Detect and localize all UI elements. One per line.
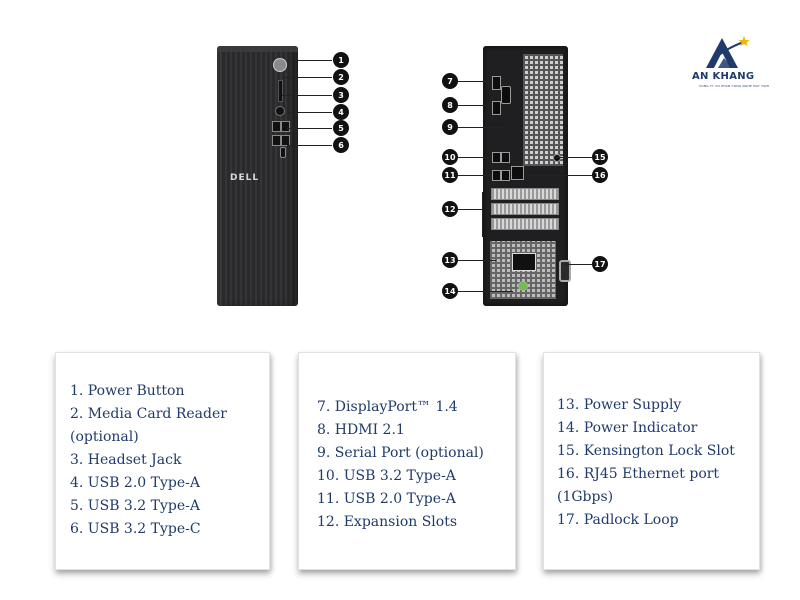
legend-item: 13. Power Supply — [557, 397, 682, 413]
dell-logo: DELL — [230, 173, 260, 183]
usb-3-port — [281, 135, 290, 146]
legend-item: (optional) — [70, 429, 139, 445]
an-khang-logo-mark — [706, 36, 750, 68]
leader-line — [525, 175, 592, 176]
legend-box-rear-other: 13. Power Supply 14. Power Indicator 15.… — [543, 352, 760, 570]
usb-3-port — [272, 135, 281, 146]
power-socket — [512, 253, 536, 271]
legend-item: 12. Expansion Slots — [317, 514, 458, 530]
callout-16: 16 — [592, 167, 608, 183]
callout-14: 14 — [442, 283, 458, 299]
legend-list: 13. Power Supply 14. Power Indicator 15.… — [544, 353, 759, 532]
usb-2-rear-port — [492, 170, 501, 181]
legend-item: 15. Kensington Lock Slot — [557, 443, 735, 459]
leader-line — [458, 81, 492, 82]
callout-3: 3 — [333, 87, 349, 103]
hdmi-port — [492, 101, 501, 115]
rj45-port — [511, 166, 524, 180]
legend-item: 7. DisplayPort™ 1.4 — [317, 399, 458, 415]
leader-line — [458, 291, 513, 292]
power-supply — [490, 241, 556, 299]
callout-7: 7 — [442, 73, 458, 89]
legend-box-rear-io: 7. DisplayPort™ 1.4 8. HDMI 2.1 9. Seria… — [298, 352, 516, 570]
leader-line — [287, 128, 332, 129]
legend-item: 16. RJ45 Ethernet port — [557, 466, 720, 482]
callout-10: 10 — [442, 149, 458, 165]
callout-17: 17 — [592, 256, 608, 272]
leader-bracket — [482, 192, 483, 237]
leader-line — [287, 145, 332, 146]
rear-vent — [523, 54, 563, 166]
legend-item: 1. Power Button — [70, 383, 185, 399]
legend-item: 2. Media Card Reader — [70, 406, 227, 422]
leader-line — [458, 105, 492, 106]
callout-9: 9 — [442, 119, 458, 135]
displayport-port — [492, 76, 501, 90]
legend-list: 1. Power Button 2. Media Card Reader (op… — [56, 353, 269, 541]
leader-line — [282, 77, 332, 78]
leader-line — [282, 95, 332, 96]
expansion-slot-plate — [491, 218, 559, 230]
leader-line — [565, 264, 592, 265]
callout-11: 11 — [442, 167, 458, 183]
usb-2-port — [272, 121, 281, 132]
leader-line — [458, 157, 492, 158]
legend-item: 17. Padlock Loop — [557, 512, 679, 528]
usb-3-rear-port — [492, 152, 501, 163]
legend-item: 14. Power Indicator — [557, 420, 698, 436]
legend-item: 11. USB 2.0 Type-A — [317, 491, 456, 507]
power-indicator-light — [518, 281, 528, 291]
callout-15: 15 — [592, 149, 608, 165]
top-strip — [217, 46, 298, 52]
legend-item: 4. USB 2.0 Type-A — [70, 475, 200, 491]
usb-2-port — [281, 121, 290, 132]
legend-list: 7. DisplayPort™ 1.4 8. HDMI 2.1 9. Seria… — [299, 353, 515, 534]
legend-item: 9. Serial Port (optional) — [317, 445, 484, 461]
callout-12: 12 — [442, 201, 458, 217]
media-card-reader — [278, 80, 283, 102]
leader-line — [458, 127, 505, 128]
callout-4: 4 — [333, 104, 349, 120]
leader-line — [290, 60, 332, 61]
usb-2-rear-port — [501, 170, 510, 181]
callout-5: 5 — [333, 120, 349, 136]
leader-line — [458, 209, 482, 210]
legend-item: 5. USB 3.2 Type-A — [70, 498, 200, 514]
legend-item: 10. USB 3.2 Type-A — [317, 468, 456, 484]
pc-back-view — [483, 46, 571, 306]
callout-8: 8 — [442, 97, 458, 113]
callout-13: 13 — [442, 252, 458, 268]
leader-line — [287, 112, 332, 113]
legend-item: (1Gbps) — [557, 489, 614, 505]
brand-name: AN KHANG — [692, 71, 755, 82]
serial-port — [501, 86, 511, 104]
legend-item: 6. USB 3.2 Type-C — [70, 521, 201, 537]
legend-item: 8. HDMI 2.1 — [317, 422, 405, 438]
expansion-slot-plate — [491, 188, 559, 200]
callout-2: 2 — [333, 69, 349, 85]
leader-line — [458, 260, 496, 261]
pc-front-view: DELL — [217, 46, 298, 306]
callout-1: 1 — [333, 52, 349, 68]
usb-3-rear-port — [501, 152, 510, 163]
power-button — [273, 58, 287, 72]
kensington-lock-slot — [553, 154, 561, 162]
usb-c-port — [280, 147, 286, 158]
leader-line — [555, 157, 592, 158]
brand-tagline: CONG TY CO PHAN CONG NGHE MAY TINH — [699, 84, 770, 88]
padlock-loop — [559, 260, 571, 282]
legend-item: 3. Headset Jack — [70, 452, 182, 468]
leader-line — [458, 175, 492, 176]
legend-box-front: 1. Power Button 2. Media Card Reader (op… — [55, 352, 270, 570]
expansion-slot-plate — [491, 203, 559, 215]
callout-6: 6 — [333, 137, 349, 153]
headset-jack — [275, 106, 285, 116]
